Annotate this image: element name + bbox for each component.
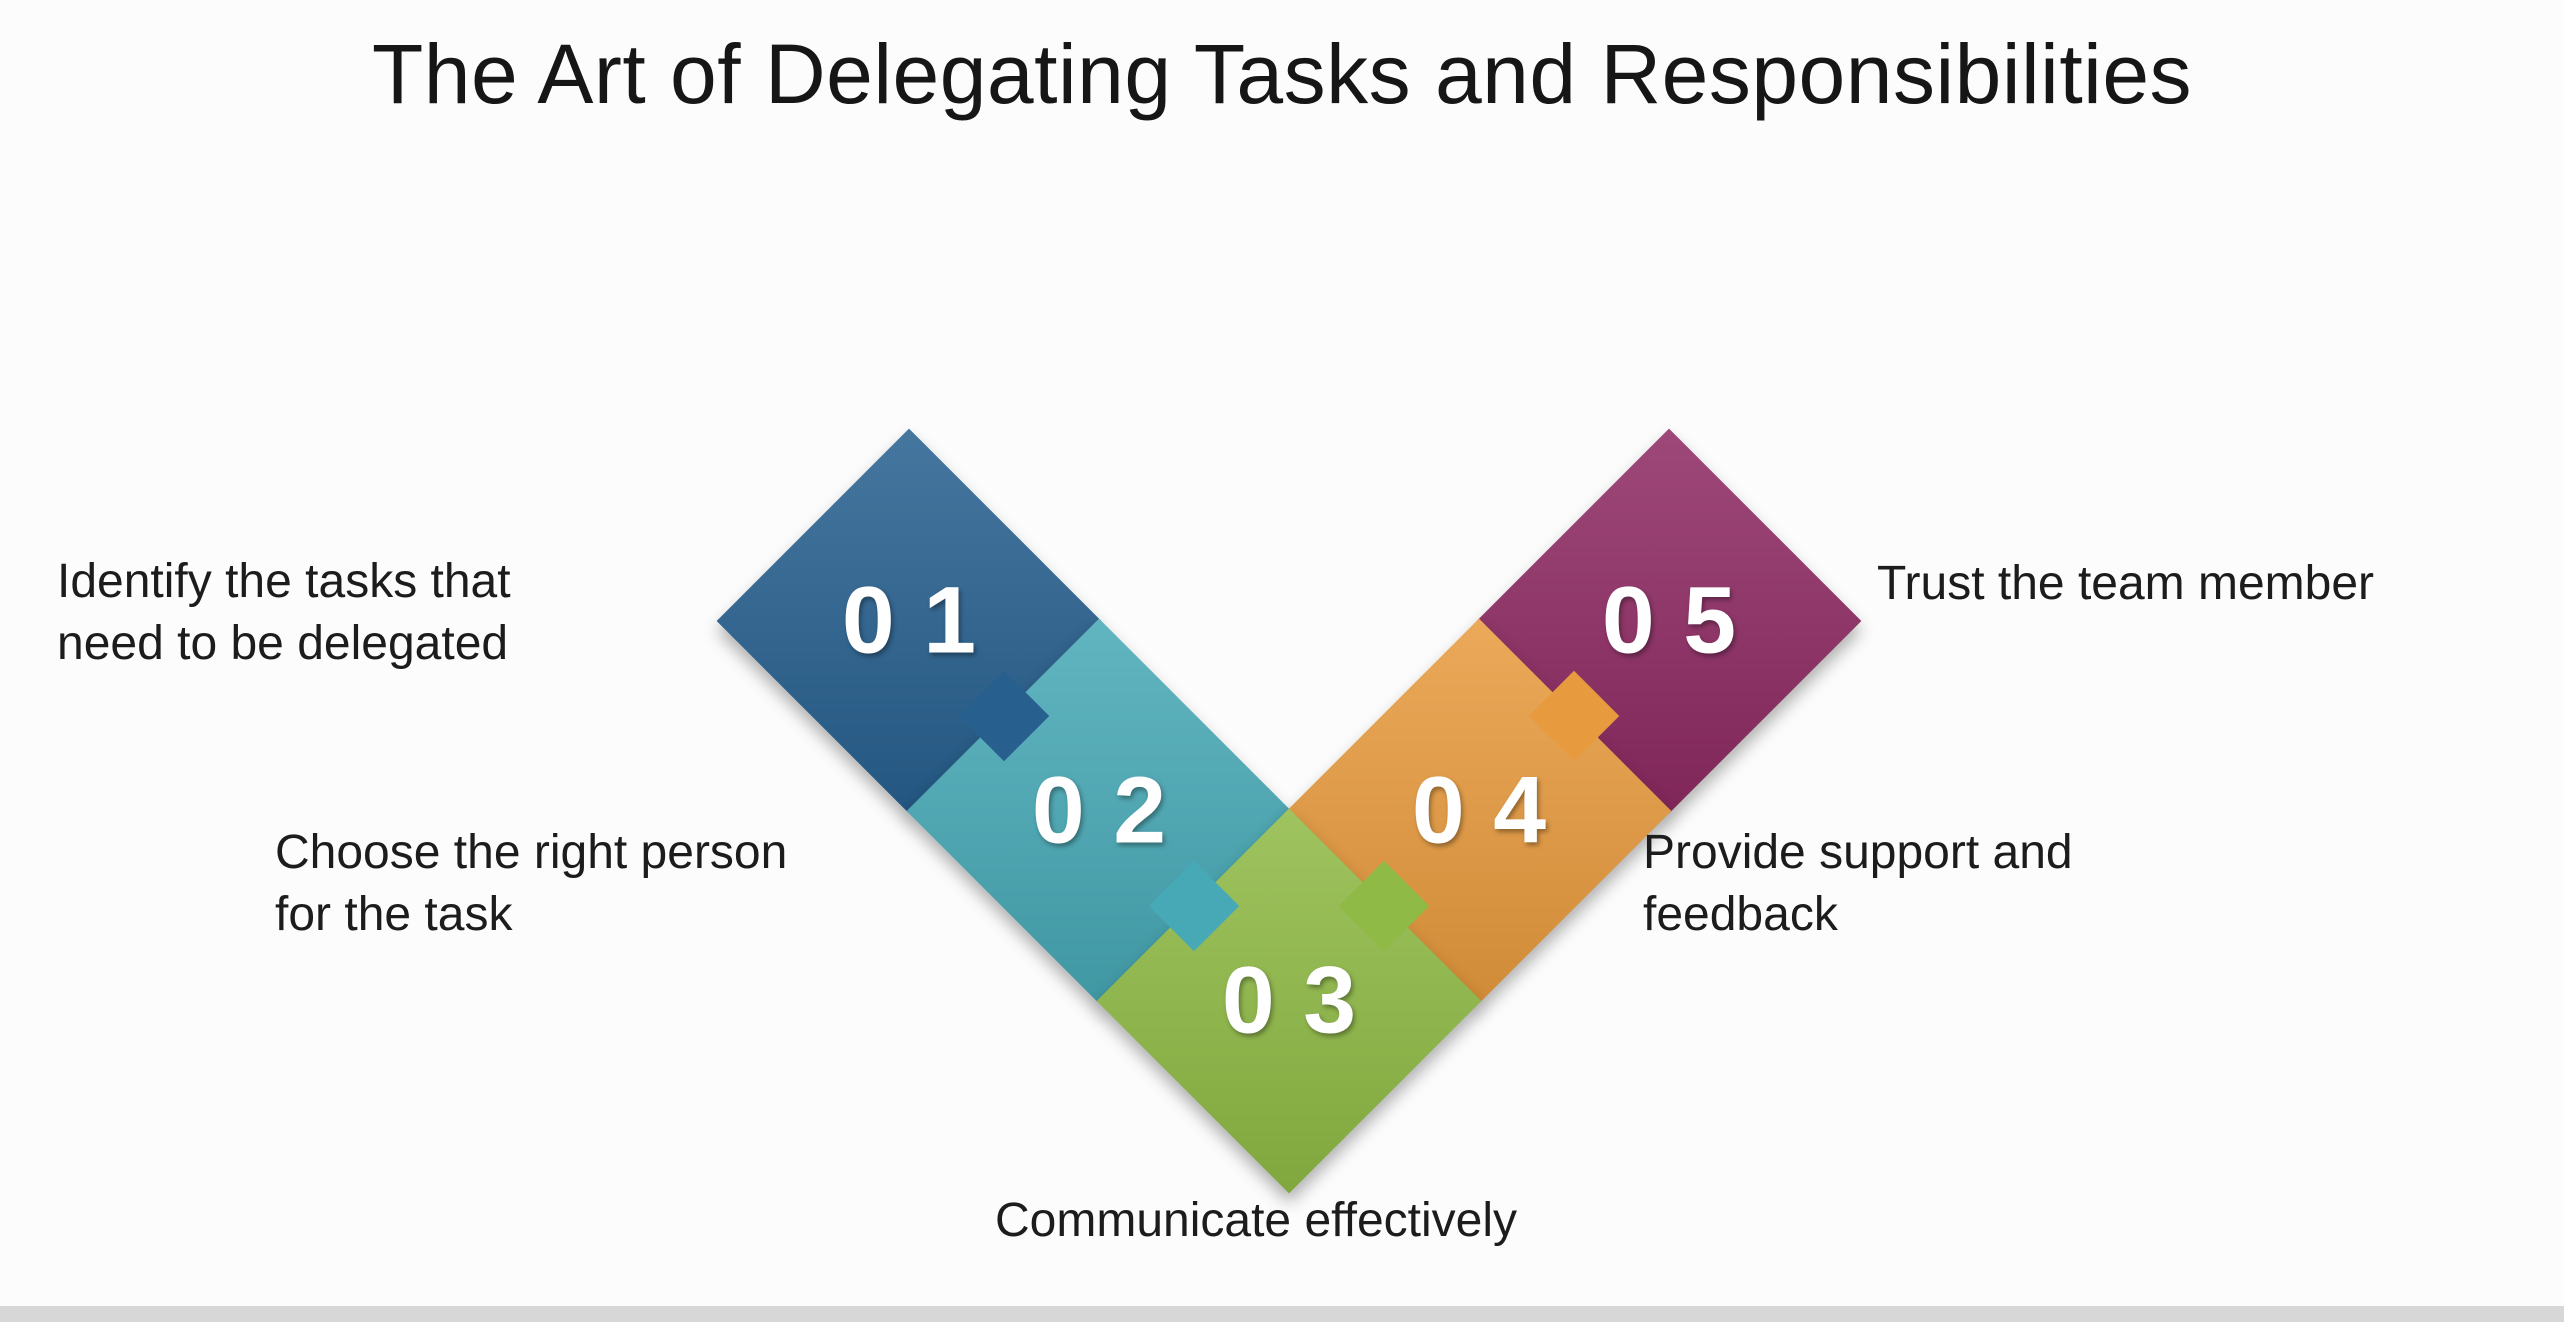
- step-number-1: 01: [841, 567, 1005, 674]
- step-label-1: Identify the tasks that need to be deleg…: [57, 555, 511, 671]
- step-number-3: 03: [1221, 947, 1385, 1054]
- bottom-edge: [0, 1306, 2564, 1322]
- step-number-4: 04: [1411, 757, 1575, 864]
- step-number-2: 02: [1031, 757, 1195, 864]
- page-title: The Art of Delegating Tasks and Responsi…: [371, 27, 2193, 121]
- step-number-5: 05: [1601, 567, 1765, 674]
- step-label-4: Provide support and feedback: [1643, 826, 2073, 942]
- step-label-3: Communicate effectively: [995, 1194, 1517, 1247]
- step-label-5: Trust the team member: [1877, 557, 2375, 610]
- step-label-2: Choose the right person for the task: [275, 826, 788, 942]
